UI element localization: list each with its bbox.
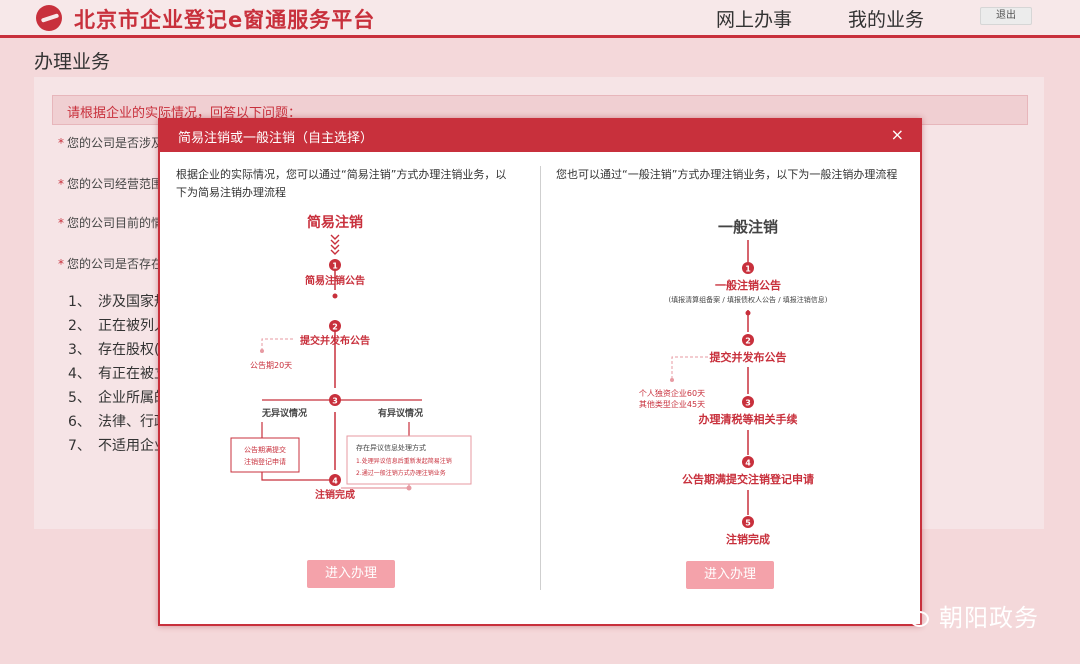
step-number: 3 bbox=[332, 397, 338, 406]
box-line: 注销登记申请 bbox=[244, 457, 286, 466]
step-1-marker bbox=[329, 259, 341, 271]
step-number: 1 bbox=[745, 265, 751, 274]
condition-item: 4、有正在被立 bbox=[68, 366, 168, 382]
objection-box bbox=[346, 435, 472, 485]
simple-flow-title: 简易注销 bbox=[307, 214, 363, 231]
page-title: 办理业务 bbox=[34, 51, 111, 73]
nav-my-business[interactable]: 我的业务 bbox=[848, 9, 925, 31]
step-1-label: 一般注销公告 bbox=[715, 278, 781, 292]
step-number: 2 bbox=[745, 337, 751, 346]
step-2-marker bbox=[329, 320, 341, 332]
step-number: 4 bbox=[745, 459, 751, 468]
watermark-text: 朝阳政务 bbox=[939, 604, 1039, 632]
modal-header: 简易注销或一般注销（自主选择） × bbox=[160, 118, 920, 152]
prompt-text: 请根据企业的实际情况，回答以下问题： bbox=[67, 106, 302, 121]
step-4-label: 注销完成 bbox=[315, 488, 355, 501]
site-title: 北京市企业登记e窗通服务平台 bbox=[74, 8, 376, 32]
wechat-icon bbox=[897, 602, 931, 630]
deregistration-modal: 简易注销或一般注销（自主选择） × 根据企业的实际情况，您可以通过“简易注销”方… bbox=[158, 118, 922, 626]
has-objection-label: 有异议情况 bbox=[378, 407, 423, 419]
nav-online-service[interactable]: 网上办事 bbox=[716, 9, 793, 31]
step-2-label: 提交并发布公告 bbox=[710, 350, 787, 364]
step-4-label: 公告期满提交注销登记申请 bbox=[682, 472, 814, 486]
column-divider bbox=[540, 166, 541, 590]
modal-title: 简易注销或一般注销（自主选择） bbox=[178, 131, 374, 146]
period-note-sole: 个人独资企业60天 bbox=[639, 388, 705, 398]
simple-intro: 根据企业的实际情况，您可以通过“简易注销”方式办理注销业务，以下为简易注销办理流… bbox=[176, 168, 507, 199]
no-objection-box bbox=[230, 437, 300, 473]
condition-item: 2、正在被列入 bbox=[68, 318, 168, 334]
step-5-marker bbox=[742, 516, 754, 528]
step-4-marker bbox=[329, 474, 341, 486]
period-note-other: 其他类型企业45天 bbox=[639, 399, 705, 409]
question-item: *您的公司是否涉及 bbox=[58, 136, 164, 150]
step-5-label: 注销完成 bbox=[726, 532, 770, 546]
step-number: 1 bbox=[332, 262, 338, 271]
step-number: 3 bbox=[745, 399, 751, 408]
step-3-marker bbox=[329, 394, 341, 406]
general-intro: 您也可以通过“一般注销”方式办理注销业务，以下为一般注销办理流程 bbox=[556, 168, 898, 181]
close-icon[interactable]: × bbox=[890, 125, 904, 144]
question-item: *您的公司是否存在 bbox=[58, 257, 164, 271]
logo-icon bbox=[36, 5, 62, 31]
chevron-down-icon bbox=[330, 234, 340, 255]
question-item: *您的公司经营范围 bbox=[58, 177, 164, 191]
condition-item: 6、法律、行政 bbox=[68, 414, 168, 430]
simple-flowchart: 简易注销 1 简易注销公告 2 提交并发布公告 公告期20天 3 无异议情况 有… bbox=[230, 214, 472, 501]
box-line: 公告期满提交 bbox=[244, 445, 286, 454]
box-line: 1.处理异议信息后重新发起简易注销 bbox=[356, 457, 452, 465]
general-flowchart: 一般注销 1 一般注销公告 (填报清算组备案 / 填报债权人公告 / 填报注销信… bbox=[639, 218, 828, 546]
step-number: 4 bbox=[332, 477, 338, 486]
step-number: 5 bbox=[745, 519, 751, 528]
step-2-label: 提交并发布公告 bbox=[300, 334, 370, 347]
question-item: *您的公司目前的情 bbox=[58, 216, 164, 230]
enter-simple-button[interactable]: 进入办理 bbox=[307, 560, 395, 588]
step-1-sublabel: (填报清算组备案 / 填报债权人公告 / 填报注销信息) bbox=[668, 295, 827, 304]
step-4-marker bbox=[742, 456, 754, 468]
condition-item: 3、存在股权(投 bbox=[68, 342, 174, 358]
logout-button[interactable]: 退出 bbox=[980, 7, 1032, 25]
general-flow-title: 一般注销 bbox=[718, 218, 778, 236]
step-number: 2 bbox=[332, 323, 338, 332]
condition-item: 7、不适用企业 bbox=[68, 438, 168, 454]
condition-item: 5、企业所属的 bbox=[68, 390, 168, 406]
no-objection-label: 无异议情况 bbox=[261, 407, 307, 419]
step-2-marker bbox=[742, 334, 754, 346]
step-1-label: 简易注销公告 bbox=[305, 274, 365, 287]
step-3-label: 办理清税等相关手续 bbox=[699, 412, 798, 426]
box-line: 2.通过一般注销方式办理注销业务 bbox=[356, 469, 446, 477]
top-bar: 北京市企业登记e窗通服务平台 网上办事 我的业务 退出 bbox=[0, 0, 1080, 38]
watermark: 朝阳政务 bbox=[897, 598, 1039, 633]
condition-item: 1、涉及国家规 bbox=[68, 294, 168, 310]
period-note: 公告期20天 bbox=[250, 360, 292, 370]
step-3-marker bbox=[742, 396, 754, 408]
enter-general-button[interactable]: 进入办理 bbox=[686, 561, 774, 589]
box-line: 存在异议信息处理方式 bbox=[356, 443, 426, 452]
step-1-marker bbox=[742, 262, 754, 274]
